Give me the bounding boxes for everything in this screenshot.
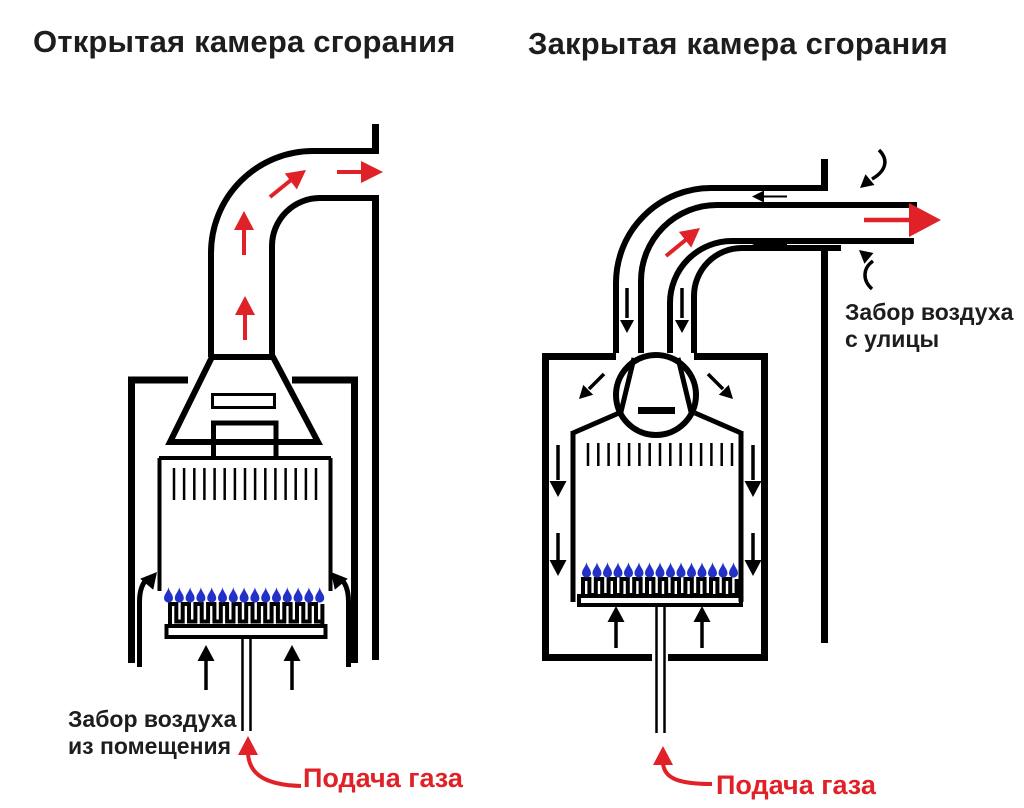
air-arrow-down-icon <box>549 560 567 576</box>
closed-air-intake-label-line1: Забор воздуха <box>845 299 1014 325</box>
closed-combustion-chamber <box>570 410 744 602</box>
air-arrow-down-icon <box>675 320 689 333</box>
air-arrow-up-icon <box>283 645 301 661</box>
fan-outflow-arrows <box>574 372 738 404</box>
air-arrow-up-icon <box>693 606 711 622</box>
air-arrow-down-icon <box>744 481 762 497</box>
exhaust-arrow-up-icon <box>234 211 254 230</box>
open-burner <box>164 602 328 639</box>
open-air-intake-label: Забор воздуха из помещения <box>68 706 236 760</box>
closed-exhaust-flow-arrows <box>664 203 941 258</box>
air-arrow-down-icon <box>744 560 762 576</box>
closed-chamber-title: Закрытая камера сгорания <box>528 26 948 61</box>
closed-burner <box>577 577 743 607</box>
open-burner-flames <box>164 587 325 603</box>
closed-gas-supply-label: Подача газа <box>716 770 876 800</box>
burner-base <box>577 594 743 607</box>
air-arrow-down-icon <box>549 481 567 497</box>
open-air-intake-arrows <box>137 566 351 690</box>
coaxial-intake-air-arrows <box>620 148 887 333</box>
flue-fan <box>613 352 699 438</box>
open-heat-exchanger-fins <box>172 468 318 500</box>
coaxial-flue-pipe <box>613 185 917 353</box>
exhaust-arrow-up-icon <box>235 296 255 315</box>
burner-base <box>164 624 328 639</box>
air-arrow-down-icon <box>620 320 634 333</box>
closed-heat-exchanger-fins <box>586 443 734 466</box>
exhaust-arrow-diagonal-icon <box>284 162 313 190</box>
open-boiler-casing <box>128 376 358 663</box>
open-exhaust-flow-arrows <box>234 161 383 340</box>
closed-chamber-diagram <box>542 148 941 786</box>
closed-air-intake-label: Забор воздуха с улицы <box>845 299 1013 353</box>
closed-air-intake-label-line2: с улицы <box>845 326 940 352</box>
air-arrow-up-icon <box>607 606 625 622</box>
closed-gas-pipe <box>655 605 666 733</box>
open-air-intake-label-line2: из помещения <box>68 733 232 759</box>
street-air-swirl-icon <box>855 174 875 194</box>
closed-burner-flames <box>582 562 738 578</box>
open-chimney-pipe <box>208 148 379 357</box>
closed-side-air-arrows <box>549 445 762 648</box>
closed-gas-supply-arrow <box>653 746 713 786</box>
open-chamber-title: Открытая камера сгорания <box>33 24 456 59</box>
burner-comb <box>168 602 325 626</box>
open-chamber-diagram <box>128 124 383 788</box>
closed-boiler-casing <box>542 353 768 661</box>
open-combustion-chamber <box>157 456 333 591</box>
open-air-intake-label-line1: Забор воздуха <box>68 706 237 732</box>
burner-comb <box>581 577 739 597</box>
hood-neck <box>211 420 279 458</box>
open-gas-supply-arrow <box>238 736 302 788</box>
exhaust-arrow-right-icon <box>909 203 941 237</box>
open-gas-pipe <box>241 637 252 731</box>
hood-slot <box>211 393 276 409</box>
air-arrow-up-icon <box>197 645 215 661</box>
open-draft-hood <box>165 354 323 458</box>
open-gas-supply-label: Подача газа <box>303 763 463 793</box>
exhaust-arrow-right-icon <box>361 161 383 183</box>
air-arrow-left-icon <box>752 190 764 203</box>
